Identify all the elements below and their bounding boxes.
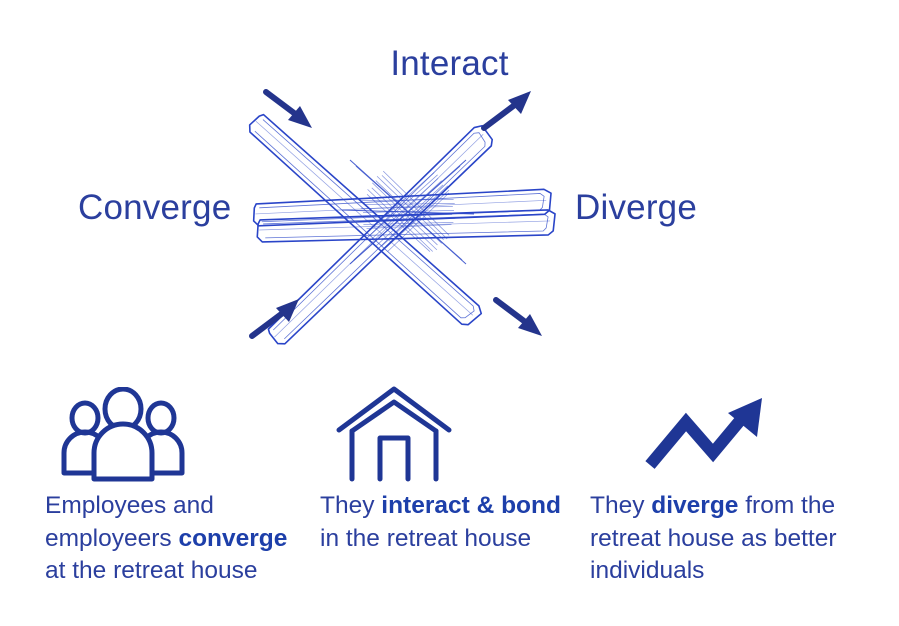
people-group-icon (61, 386, 185, 481)
column-1-caption: Employees and employeers converge at the… (45, 492, 288, 585)
three-step-columns: Employees and employeers converge at the… (0, 378, 899, 626)
diagram-label-interact: Interact (390, 44, 509, 83)
arrow-bottom-right-icon (493, 297, 542, 336)
column-3-icon-wrap (590, 378, 899, 490)
column-2-caption: They interact & bond in the retreat hous… (320, 492, 561, 552)
column-diverge: They diverge from the retreat house as b… (580, 378, 899, 588)
column-interact: They interact & bond in the retreat hous… (310, 378, 580, 555)
diagram-label-converge: Converge (78, 188, 232, 227)
sketched-asterisk-icon (245, 106, 557, 348)
converge-interact-diverge-diagram: Interact Converge Diverge (78, 44, 698, 348)
column-converge: Employees and employeers converge at the… (0, 378, 310, 588)
diagram-label-diverge: Diverge (575, 188, 698, 227)
arrow-top-left-icon (263, 89, 312, 128)
growth-arrow-icon (645, 398, 762, 469)
column-1-icon-wrap (45, 378, 310, 490)
arrow-top-right-icon (481, 91, 531, 131)
column-2-icon-wrap (320, 378, 580, 490)
arrow-bottom-left-icon (249, 299, 299, 339)
house-icon (336, 386, 452, 482)
column-3-caption: They diverge from the retreat house as b… (590, 492, 837, 585)
sketch-core-hatching (341, 159, 475, 265)
